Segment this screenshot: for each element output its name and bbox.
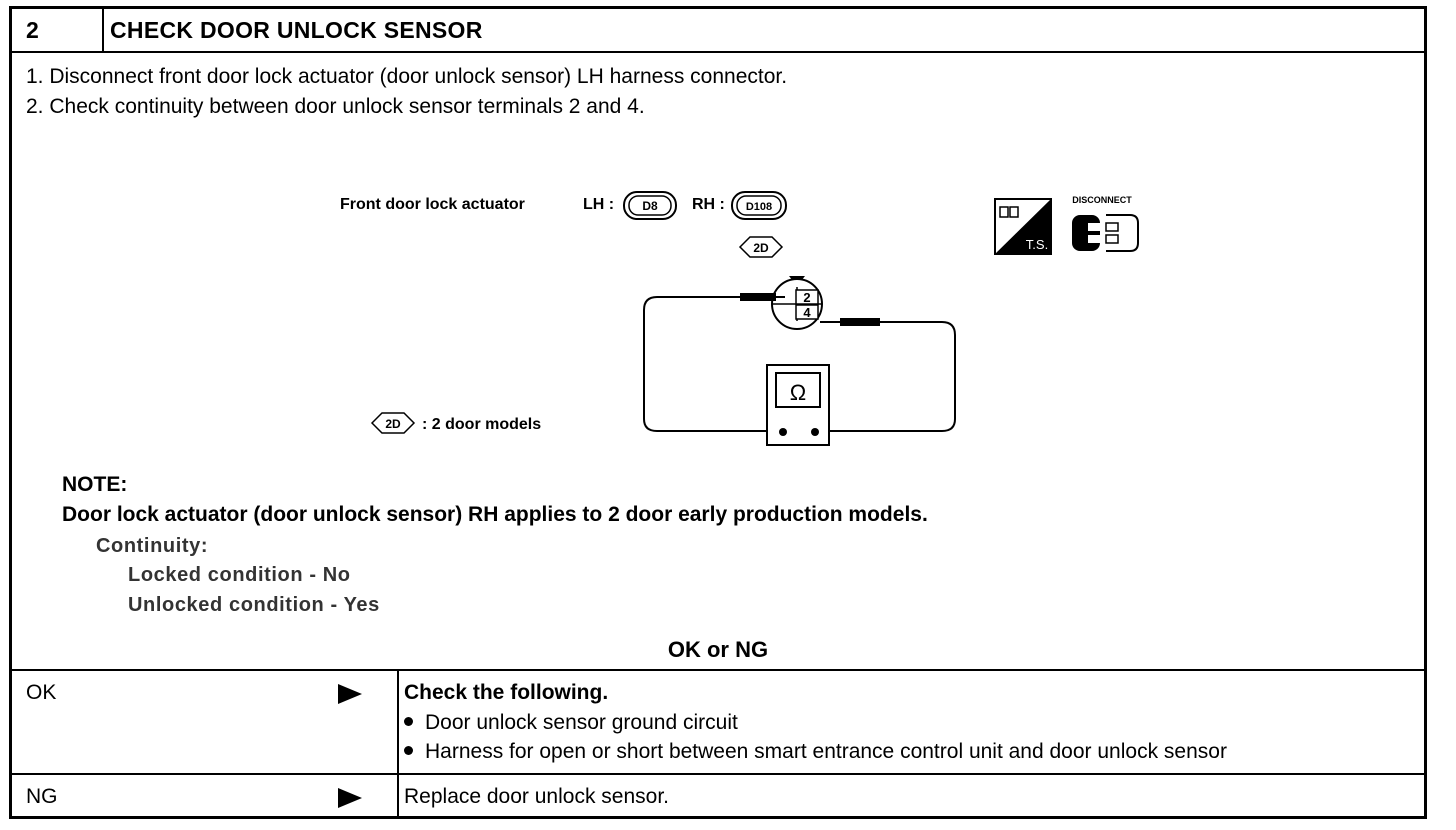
ng-action: Replace door unlock sensor. [404,785,669,808]
rh-connector-badge [731,191,787,220]
bullet-icon [404,745,413,755]
continuity-label: Continuity: [96,535,209,557]
disconnect-connector-icon [1072,214,1139,252]
ng-label: NG [26,785,58,808]
legend-two-door-badge [370,412,416,434]
ok-heading: Check the following. [404,681,609,704]
lh-prefix: LH : [583,196,614,213]
locked-condition: Locked condition - No [128,564,351,586]
lh-connector-badge [623,191,677,220]
ts-icon [994,198,1052,255]
lh-connector-code: D8 [642,199,658,213]
terminal-4-label: 4 [803,305,811,320]
instruction-step-2: 2. Check continuity between door unlock … [26,95,645,118]
ok-or-ng-label: OK or NG [667,637,769,662]
ts-icon-text: T.S. [1026,237,1048,252]
rh-prefix: RH : [692,196,725,213]
ok-ng-divider [12,773,1424,775]
ohmmeter-icon [766,364,830,446]
header-row: 2 CHECK DOOR UNLOCK SENSOR [12,9,1424,53]
ohm-symbol: Ω [790,380,806,405]
unlocked-condition: Unlocked condition - Yes [128,594,380,616]
result-column-divider [397,671,399,816]
bullet-icon [404,716,413,726]
note-heading: NOTE: [62,473,128,496]
ng-arrow-icon [338,788,362,808]
ok-item-1-text: Door unlock sensor ground circuit [425,711,738,734]
probe-right [840,318,880,326]
terminal-2-label: 2 [803,290,810,305]
two-door-badge [738,236,784,258]
legend-text: : 2 door models [422,416,541,433]
legend-badge-text: 2D [385,417,401,431]
two-door-badge-text: 2D [753,241,769,255]
ok-label: OK [26,681,57,704]
ok-item-2: Harness for open or short between smart … [404,740,1227,764]
test-lead-wires [643,296,956,432]
ok-arrow-icon [338,684,362,704]
ok-item-2-text: Harness for open or short between smart … [425,740,1227,763]
result-divider [12,669,1424,671]
harness-connector-icon [771,276,823,330]
step-number: 2 [12,9,104,51]
note-text: Door lock actuator (door unlock sensor) … [62,503,928,526]
rh-connector-badge-inner [736,195,782,216]
disconnect-icon-text: DISCONNECT [1072,195,1132,205]
continuity-diagram: Front door lock actuator LH : D8 RH : D1… [340,191,1139,446]
actuator-label: Front door lock actuator [340,196,525,213]
rh-connector-code: D108 [746,201,772,213]
lh-connector-badge-inner [628,195,672,216]
step-title: CHECK DOOR UNLOCK SENSOR [110,17,483,43]
ok-item-1: Door unlock sensor ground circuit [404,711,738,735]
probe-left [740,293,776,301]
instruction-step-1: 1. Disconnect front door lock actuator (… [26,65,788,88]
procedure-table: 2 CHECK DOOR UNLOCK SENSOR 1. Disconnect… [9,6,1427,819]
